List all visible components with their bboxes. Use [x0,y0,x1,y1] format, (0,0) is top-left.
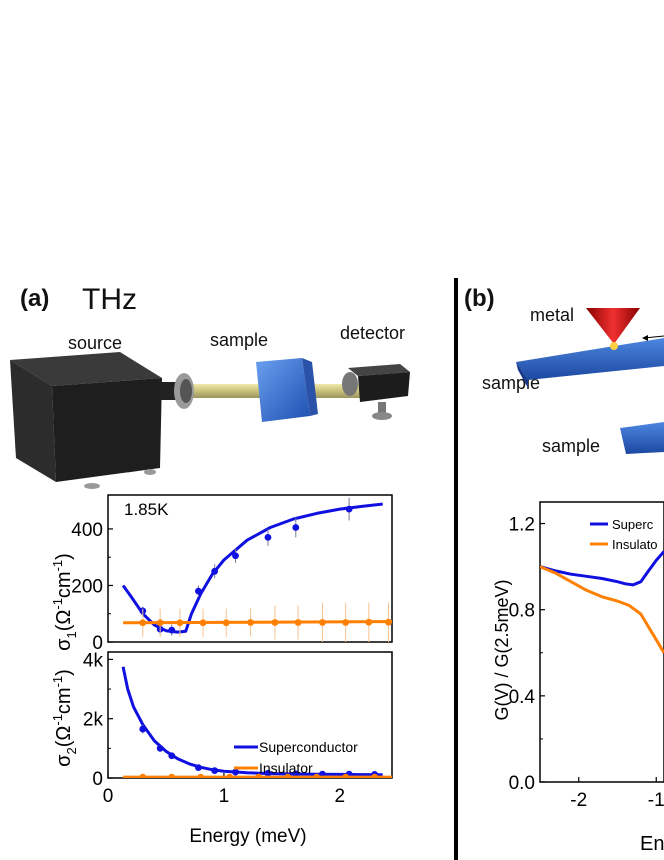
svg-text:G(V) / G(2.5meV): G(V) / G(2.5meV) [492,579,512,720]
conductance-ytick-label: 0.8 [509,601,535,622]
sigma2-insulator-point [371,773,379,778]
sigma2-superconductor-point [168,752,176,760]
sigma1-insulator-point [139,619,147,627]
conductance-ytick-label: 1.2 [509,515,535,536]
legend-superc: Superc [612,517,654,532]
thz-title: THz [82,283,137,316]
panel-b-label: (b) [464,285,495,312]
conductance-ytick-label: 0.4 [509,687,536,708]
metal-label: metal [530,305,575,325]
sigma1-superconductor-point [264,534,272,541]
conductance-xlabel: En [640,833,664,855]
sigma2-insulator-point [255,773,263,778]
conductance-xtick-label: -2 [570,790,587,811]
thz-setup-illustration [10,352,410,489]
sigma1-insulator-point [199,619,207,627]
conductance-ytick-label: 0.0 [509,773,535,794]
sigma1-ytick-label: 400 [71,520,103,541]
sigma2-insulator-point [168,773,176,778]
sigma2-legend: Superconductor Insulator [234,739,358,776]
sigma1-insulator-point [385,618,392,626]
sigma1-superconductor-point [168,626,176,634]
sigma1-insulator-point [294,619,302,626]
sigma2-ytick-label: 4k [83,650,104,671]
sigma2-frame [107,651,393,779]
sigma2-superconductor-point [232,768,239,776]
legend-insulator: Insulator [259,760,313,776]
sample-block [256,358,318,422]
sigma2-ylabel: σ2(Ω-1cm-1) [50,669,79,767]
sigma1-ytick-label: 0 [92,633,103,654]
sigma2-xlabel: Energy (meV) [189,826,306,847]
sigma1-insulator-point [247,619,254,626]
sigma2-superconductor-point [139,725,147,733]
source-box [10,352,162,489]
conductance-superconductor-fit-line [540,550,664,587]
sigma1-superconductor-point [211,567,219,575]
sigma1-insulator-point [176,619,184,627]
sigma2-superconductor-point [195,764,202,772]
conductance-frame [539,501,664,783]
sigma1-ylabel: σ1(Ω-1cm-1) [50,553,79,651]
legend-superconductor: Superconductor [259,739,358,755]
sigma2-insulator-point [226,773,234,778]
sigma1-insulator-point [365,618,373,626]
svg-text:σ2(Ω-1cm-1): σ2(Ω-1cm-1) [50,669,79,767]
sigma2-insulator-point [313,773,321,778]
detector-label: detector [340,323,406,343]
sigma1-insulator-point [319,619,326,626]
conductance-xtick-label: -1 [648,790,664,811]
sample-bottom-label: sample [542,436,601,456]
sigma1-insulator-point [156,619,164,627]
sigma2-superconductor-point [264,769,272,777]
sample-slab-bottom [620,422,664,454]
sigma2-superconductor-fit-line [121,666,383,777]
sigma1-chart: 0 200 400 1.85K σ1(Ω-1cm-1) [50,494,393,654]
sigma2-superconductor-point [156,744,164,752]
legend-insulato: Insulato [612,537,658,552]
sigma2-ytick-label: 2k [83,710,104,731]
panel-divider [454,278,458,860]
conductance-chart: 0.0 0.4 0.8 1.2 -2 -1 G(V) / G(2.5meV) En Sup… [492,501,664,855]
source-label: source [68,333,123,353]
sigma2-xtick-label: 0 [103,786,114,807]
stm-setup-illustration [516,308,664,454]
sigma2-insulator-point [139,773,147,778]
sigma1-superconductor-point [345,505,353,513]
sigma1-ytick-label: 200 [71,576,103,597]
conductance-legend: Superc Insulato [590,517,658,552]
sigma1-superconductor-point [232,552,239,560]
sigma1-insulator-point [342,619,350,626]
sigma1-insulator-point [271,619,279,626]
source-flange [160,373,194,409]
sigma1-frame [107,494,393,643]
sigma2-insulator-point [342,773,350,778]
sigma1-superconductor-point [195,587,202,595]
conductance-insulator-fit-line [540,565,664,654]
svg-text:σ1(Ω-1cm-1): σ1(Ω-1cm-1) [50,553,79,651]
sigma2-xtick-label: 1 [219,786,230,807]
sigma1-annotation: 1.85K [124,500,169,519]
sigma2-insulator-point [197,773,205,778]
sigma2-superconductor-point [211,767,219,774]
sigma2-xtick-label: 2 [335,786,346,807]
metal-tip [586,308,640,344]
sigma1-superconductor-fit-line [121,502,383,634]
detector-box [342,364,410,420]
sigma2-ytick-label: 0 [92,769,103,790]
panel-a-label: (a) [20,285,50,312]
sigma2-superconductor-point [292,770,300,778]
sigma2-chart: 0 2k 4k 0 1 2 σ2(Ω-1cm-1) Energy (meV) Superc… [50,650,393,847]
conductance-ylabel: G(V) / G(2.5meV) [492,579,512,720]
sample-slab-top [516,338,664,380]
sigma2-insulator-point [284,773,292,778]
sigma1-insulator-point [222,619,230,627]
sample-label: sample [210,330,269,350]
sigma1-superconductor-point [292,524,300,531]
